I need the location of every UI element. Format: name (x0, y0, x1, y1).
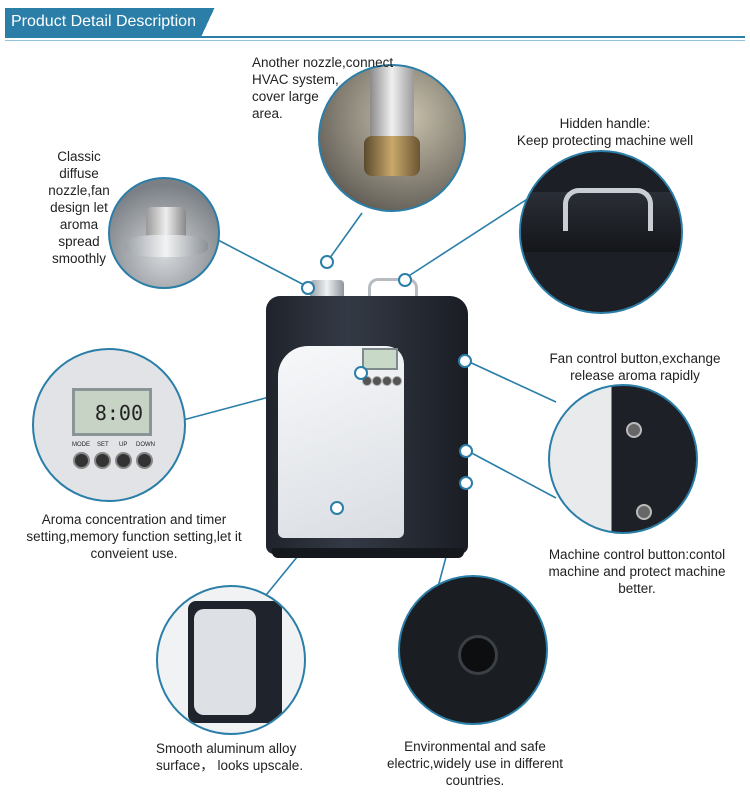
timer-mode-label: MODE (72, 442, 90, 448)
timer-display-value: 8:00 (94, 401, 143, 425)
machine-control-button-closeup (636, 504, 652, 520)
hotspot-fan-button[interactable] (458, 354, 472, 368)
hotspot-machine-button[interactable] (459, 444, 473, 458)
connector-fan (464, 359, 557, 403)
hotspot-electric[interactable] (459, 476, 473, 490)
label-hidden-handle: Hidden handle: Keep protecting machine w… (516, 116, 694, 148)
mini-device-panel (194, 609, 256, 715)
diffuse-nozzle-closeup (108, 177, 220, 289)
connector-diffuse (217, 239, 309, 288)
connector-hvac (326, 212, 363, 263)
hvac-pipe (370, 66, 414, 140)
timer-panel-closeup: 8:00 MODE SET UP DOWN (32, 348, 186, 502)
label-machine-button: Machine control button:contol machine an… (548, 547, 726, 596)
label-electric: Environmental and safe electric,widely u… (386, 739, 564, 788)
connector-handle (403, 195, 533, 280)
label-timer: Aroma concentration and timer setting,me… (26, 512, 242, 561)
diffuse-nozzle-base (124, 235, 208, 257)
hotspot-diffuse-nozzle[interactable] (301, 281, 315, 295)
timer-down-label: DOWN (136, 442, 155, 448)
label-aluminum: Smooth aluminum alloy surface， looks ups… (156, 741, 304, 773)
device-nozzle (310, 280, 344, 300)
label-diffuse-nozzle: Classic diffuse nozzle,fan design let ar… (48, 149, 110, 266)
hotspot-handle[interactable] (398, 273, 412, 287)
timer-set-label: SET (97, 442, 109, 448)
device-button-set (372, 376, 382, 386)
handle-bar (563, 188, 653, 231)
fan-control-button-closeup (626, 422, 642, 438)
aluminum-surface-closeup (156, 585, 306, 735)
device-lcd-screen (362, 348, 398, 370)
device-handle (368, 278, 418, 303)
device-button-down (392, 376, 402, 386)
label-hvac-nozzle: Another nozzle,connect HVAC system, cove… (252, 55, 394, 121)
timer-mode-button[interactable] (73, 452, 90, 469)
header-divider-thin (5, 40, 745, 41)
hidden-handle-closeup (519, 150, 683, 314)
device-button-up (382, 376, 392, 386)
header-stripe (201, 8, 215, 36)
section-header-tab: Product Detail Description (5, 8, 201, 36)
hotspot-hvac-nozzle[interactable] (320, 255, 334, 269)
handle-top-surface (521, 192, 681, 252)
power-socket-icon (458, 635, 498, 675)
device-base (272, 548, 464, 558)
timer-up-button[interactable] (115, 452, 132, 469)
side-buttons-closeup (548, 384, 698, 534)
connector-machine (465, 449, 557, 499)
hvac-nozzle-closeup (318, 64, 466, 212)
timer-down-button[interactable] (136, 452, 153, 469)
timer-up-label: UP (119, 442, 128, 448)
timer-set-button[interactable] (94, 452, 111, 469)
hotspot-timer[interactable] (354, 366, 368, 380)
section-title: Product Detail Description (11, 13, 196, 30)
header-divider (5, 36, 745, 38)
timer-lcd: 8:00 (72, 388, 152, 436)
hotspot-aluminum[interactable] (330, 501, 344, 515)
power-socket-closeup (398, 575, 548, 725)
hvac-fitting (364, 136, 420, 176)
label-fan-button: Fan control button,exchange release arom… (549, 351, 721, 383)
